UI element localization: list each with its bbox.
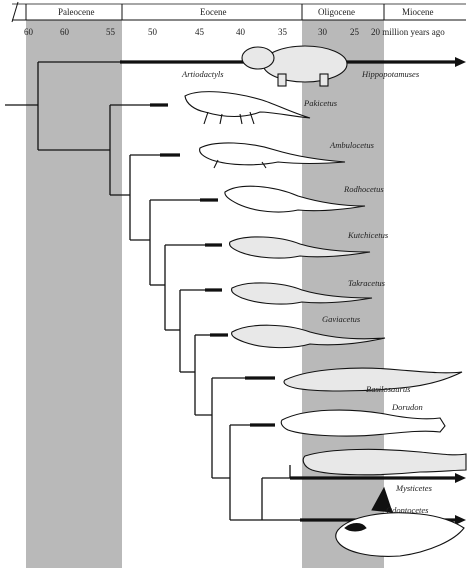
orca-body xyxy=(336,513,464,557)
taxon-label-artiodactyls: Artiodactyls xyxy=(181,69,224,79)
paleocene-band xyxy=(26,20,122,568)
tick-label: 35 xyxy=(278,27,288,37)
dorudon-body xyxy=(281,410,445,436)
pakicetus-body xyxy=(185,92,310,118)
tick-label: 40 xyxy=(236,27,246,37)
taxon-label-ambulocetus: Ambulocetus xyxy=(329,140,375,150)
tick-label: 60 xyxy=(60,27,70,37)
taxon-label-mysticetes: Mysticetes xyxy=(395,483,433,493)
mysticete-illustration xyxy=(303,449,466,474)
epoch-label-paleocene: Paleocene xyxy=(58,7,94,17)
taxon-label-dorudon: Dorudon xyxy=(391,402,423,412)
taxon-label-gaviacetus: Gaviacetus xyxy=(322,314,361,324)
hippo-body xyxy=(263,46,347,82)
taxon-label-basilosaurus: Basilosaurus xyxy=(366,384,411,394)
taxon-label-rodhocetus: Rodhocetus xyxy=(343,184,384,194)
taxon-label-kutchicetus: Kutchicetus xyxy=(347,230,389,240)
hippo-leg xyxy=(320,74,328,86)
hippo-head xyxy=(242,47,274,69)
dorudon-illustration xyxy=(281,410,445,436)
axis-break-mark xyxy=(12,2,18,22)
epoch-label-miocene: Miocene xyxy=(402,7,434,17)
epoch-label-eocene: Eocene xyxy=(200,7,226,17)
tick-label: 60 xyxy=(24,27,34,37)
mysticete-body xyxy=(303,449,466,474)
tick-label: 55 xyxy=(106,27,116,37)
epoch-label-oligocene: Oligocene xyxy=(318,7,355,17)
taxon-label-hippopotamuses: Hippopotamuses xyxy=(361,69,420,79)
tick-label: 25 xyxy=(350,27,360,37)
hippo-leg xyxy=(278,74,286,86)
taxon-label-takracetus: Takracetus xyxy=(348,278,386,288)
arrow-head xyxy=(455,473,466,483)
arrow-head xyxy=(455,57,466,67)
taxon-label-odontocetes: Odontocetes xyxy=(386,505,429,515)
time-unit-label: 20 million years ago xyxy=(371,27,445,37)
tick-label: 30 xyxy=(318,27,328,37)
tick-label: 45 xyxy=(195,27,205,37)
taxon-label-pakicetus: Pakicetus xyxy=(303,98,338,108)
pakicetus-illustration xyxy=(185,92,310,124)
tick-label: 50 xyxy=(148,27,158,37)
